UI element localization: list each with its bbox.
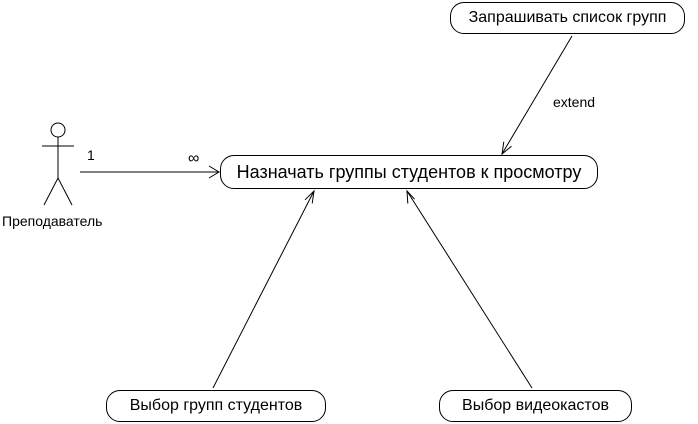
use-case-select-videocasts-label: Выбор видеокастов <box>462 397 609 414</box>
use-case-request-groups[interactable]: Запрашивать список групп <box>450 2 685 34</box>
include-arrow-groups <box>212 189 315 389</box>
actor-right-leg <box>57 177 73 206</box>
extend-arrow <box>501 35 573 156</box>
use-case-select-videocasts[interactable]: Выбор видеокастов <box>439 390 632 422</box>
use-case-assign-groups-label: Назначать группы студентов к просмотру <box>236 161 582 182</box>
actor-label: Преподаватель <box>2 213 103 229</box>
multiplicity-use-case: ∞ <box>188 150 200 167</box>
use-case-select-groups[interactable]: Выбор групп студентов <box>106 390 326 422</box>
use-case-assign-groups[interactable]: Назначать группы студентов к просмотру <box>220 155 598 189</box>
multiplicity-actor: 1 <box>87 147 95 163</box>
extend-label: extend <box>553 94 596 110</box>
use-case-select-groups-label: Выбор групп студентов <box>129 397 303 414</box>
association-arrow <box>80 165 220 179</box>
actor-stick-figure <box>42 122 74 206</box>
include-arrow-videocasts <box>406 189 533 389</box>
actor-head <box>50 122 66 138</box>
use-case-request-groups-label: Запрашивать список групп <box>468 9 667 26</box>
actor-left-leg <box>43 177 59 206</box>
